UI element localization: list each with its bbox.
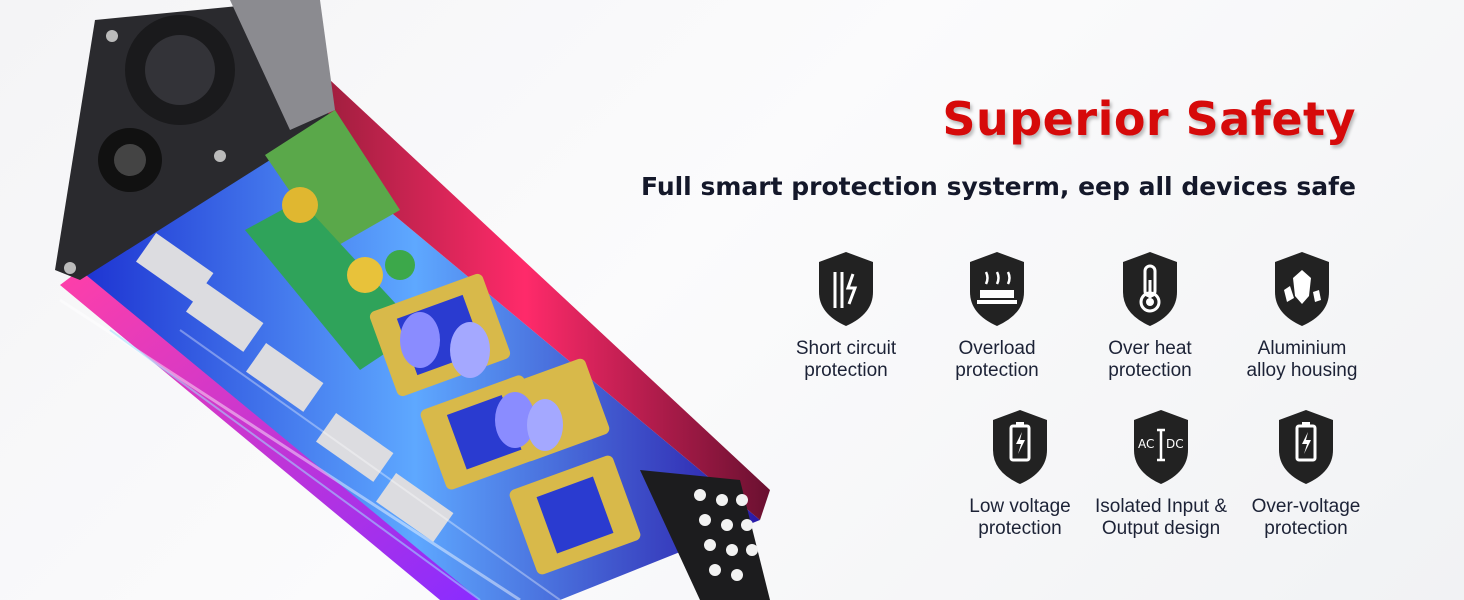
inverter-cutaway-image (55, 0, 770, 600)
feature-short-circuit: Short circuit protection (761, 250, 931, 382)
feature-label: Short circuit protection (795, 338, 897, 381)
feature-low-voltage: Low voltage protection (935, 408, 1105, 540)
short-circuit-icon (819, 252, 873, 326)
feature-aluminium-housing: Aluminium alloy housing (1217, 250, 1387, 382)
feature-label: Aluminium alloy housing (1246, 338, 1358, 381)
battery-charging-icon (1279, 410, 1333, 484)
feature-overload: Overload protection (912, 250, 1082, 382)
overload-icon (970, 252, 1024, 326)
svg-text:AC: AC (1138, 437, 1154, 451)
feature-over-voltage: Over-voltage protection (1221, 408, 1391, 540)
feature-over-heat: Over heat protection (1065, 250, 1235, 382)
feature-label: Isolated Input & Output design (1094, 496, 1228, 539)
headline: Superior Safety (942, 92, 1356, 146)
subtitle: Full smart protection systerm, eep all d… (640, 172, 1356, 201)
ac-dc-icon: AC DC (1134, 410, 1188, 484)
feature-label: Overload protection (955, 338, 1039, 381)
aluminium-crystal-icon (1275, 252, 1329, 326)
svg-text:DC: DC (1166, 437, 1184, 451)
feature-isolated-io: AC DC Isolated Input & Output design (1076, 408, 1246, 540)
feature-label: Low voltage protection (969, 496, 1071, 539)
feature-label: Over heat protection (1108, 338, 1192, 381)
thermometer-icon (1123, 252, 1177, 326)
low-battery-icon (993, 410, 1047, 484)
feature-label: Over-voltage protection (1251, 496, 1361, 539)
